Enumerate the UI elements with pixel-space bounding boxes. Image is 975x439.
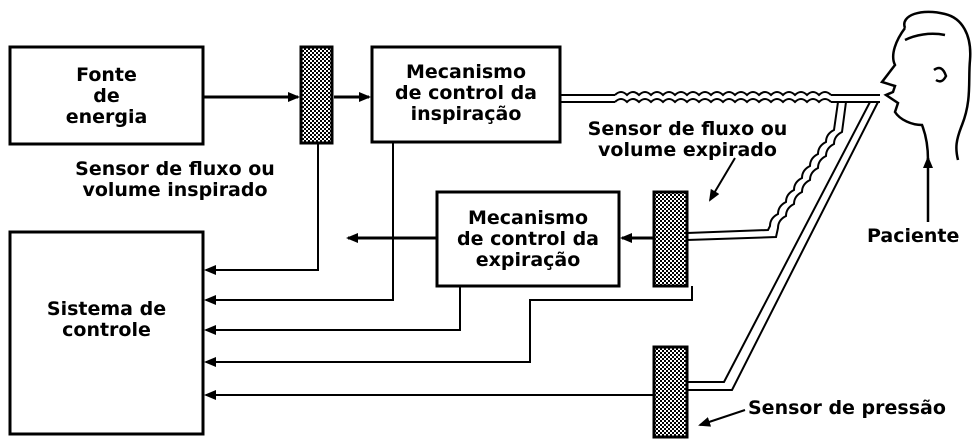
sensor-expirado-label: Sensor de fluxo ou volume expirado xyxy=(575,118,800,162)
mecanismo-inspiracao-line-2: de control da xyxy=(395,83,537,104)
sensor-pressao-pointer xyxy=(700,410,745,425)
sensor-expirado-block xyxy=(654,192,687,286)
fonte-line-3: energia xyxy=(66,107,148,128)
mecanismo-expiracao-line-3: expiração xyxy=(476,250,581,271)
sensor-pressao-block xyxy=(654,347,687,437)
mecanismo-inspiracao-line-1: Mecanismo xyxy=(406,62,526,83)
sensor-inspirado-block xyxy=(301,47,332,143)
fonte-line-2: de xyxy=(93,86,120,107)
sensor-inspirado-label: Sensor de fluxo ou volume inspirado xyxy=(60,158,290,202)
sensor-expirado-line-2: volume expirado xyxy=(598,140,777,161)
sensor-pressao-label: Sensor de pressão xyxy=(748,398,946,419)
mecanismo-expiracao-line-2: de control da xyxy=(457,229,599,250)
sistema-line-1: Sistema de xyxy=(47,299,166,320)
mecanismo-inspiracao-line-3: inspiração xyxy=(411,104,522,125)
sensor-inspirado-line-1: Sensor de fluxo ou xyxy=(75,159,275,180)
sensor-expirado-pointer xyxy=(710,158,735,200)
paciente-label: Paciente xyxy=(867,226,959,247)
fonte-label: Fonte de energia xyxy=(10,55,203,137)
sistema-label: Sistema de controle xyxy=(10,296,203,344)
patient-head-icon xyxy=(882,12,970,160)
mecanismo-inspiracao-label: Mecanismo de control da inspiração xyxy=(372,52,560,134)
sensor-inspirado-line-2: volume inspirado xyxy=(82,180,267,201)
mecanismo-expiracao-line-1: Mecanismo xyxy=(468,208,588,229)
sensor-expirado-line-1: Sensor de fluxo ou xyxy=(588,119,788,140)
fonte-line-1: Fonte xyxy=(76,65,137,86)
mecanismo-expiracao-label: Mecanismo de control da expiração xyxy=(437,198,619,280)
sistema-line-2: controle xyxy=(62,320,151,341)
